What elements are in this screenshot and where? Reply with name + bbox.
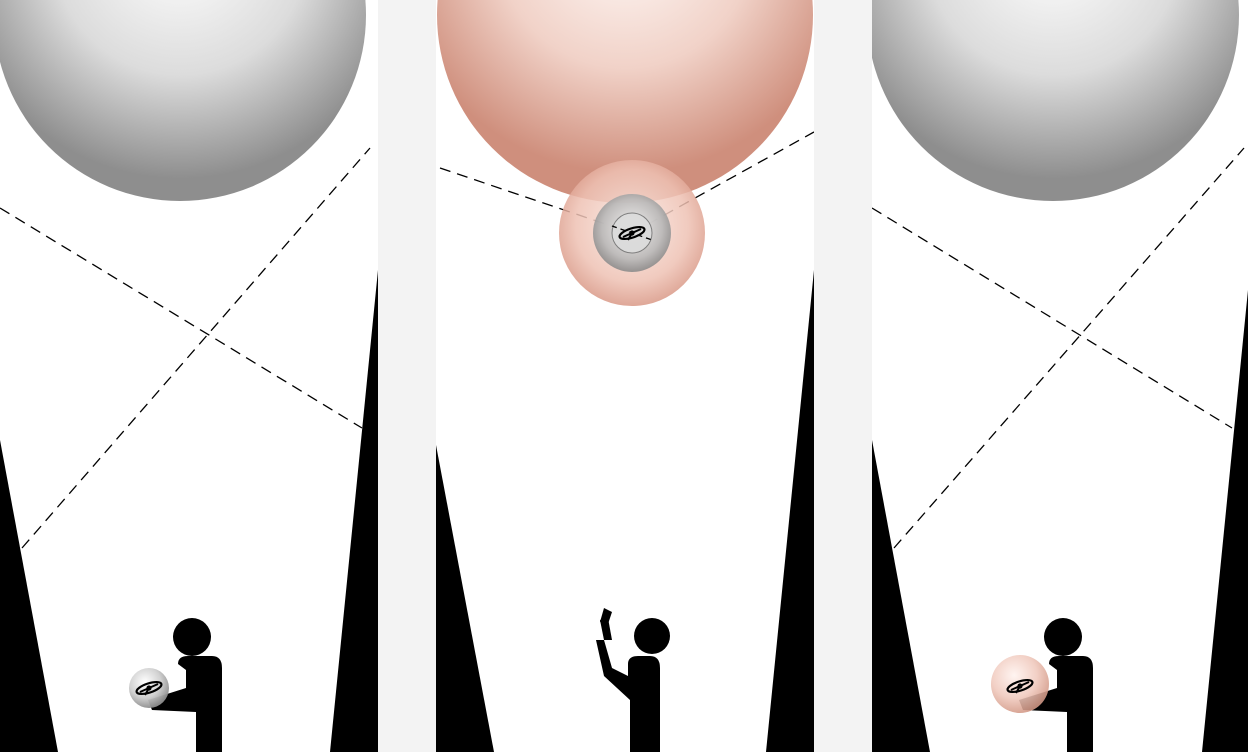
sight-line-a [872, 207, 1233, 429]
panel-right [872, 0, 1248, 752]
wall-wedge-left [436, 445, 494, 752]
large-sphere-highlighted [437, 0, 813, 203]
person-icon [148, 618, 222, 752]
person-icon [1019, 618, 1093, 752]
wall-wedge-right [1202, 290, 1248, 752]
wall-wedge-right [766, 270, 814, 752]
sight-line-b [893, 147, 1245, 549]
wall-wedge-right [330, 270, 378, 752]
large-sphere [0, 0, 366, 201]
wall-wedge-left [872, 440, 930, 752]
panel-middle [436, 0, 814, 752]
panel-left [0, 0, 378, 752]
large-sphere [872, 0, 1239, 201]
sight-line-b [21, 147, 371, 549]
wall-wedge-left [0, 440, 58, 752]
person-icon [596, 608, 670, 752]
